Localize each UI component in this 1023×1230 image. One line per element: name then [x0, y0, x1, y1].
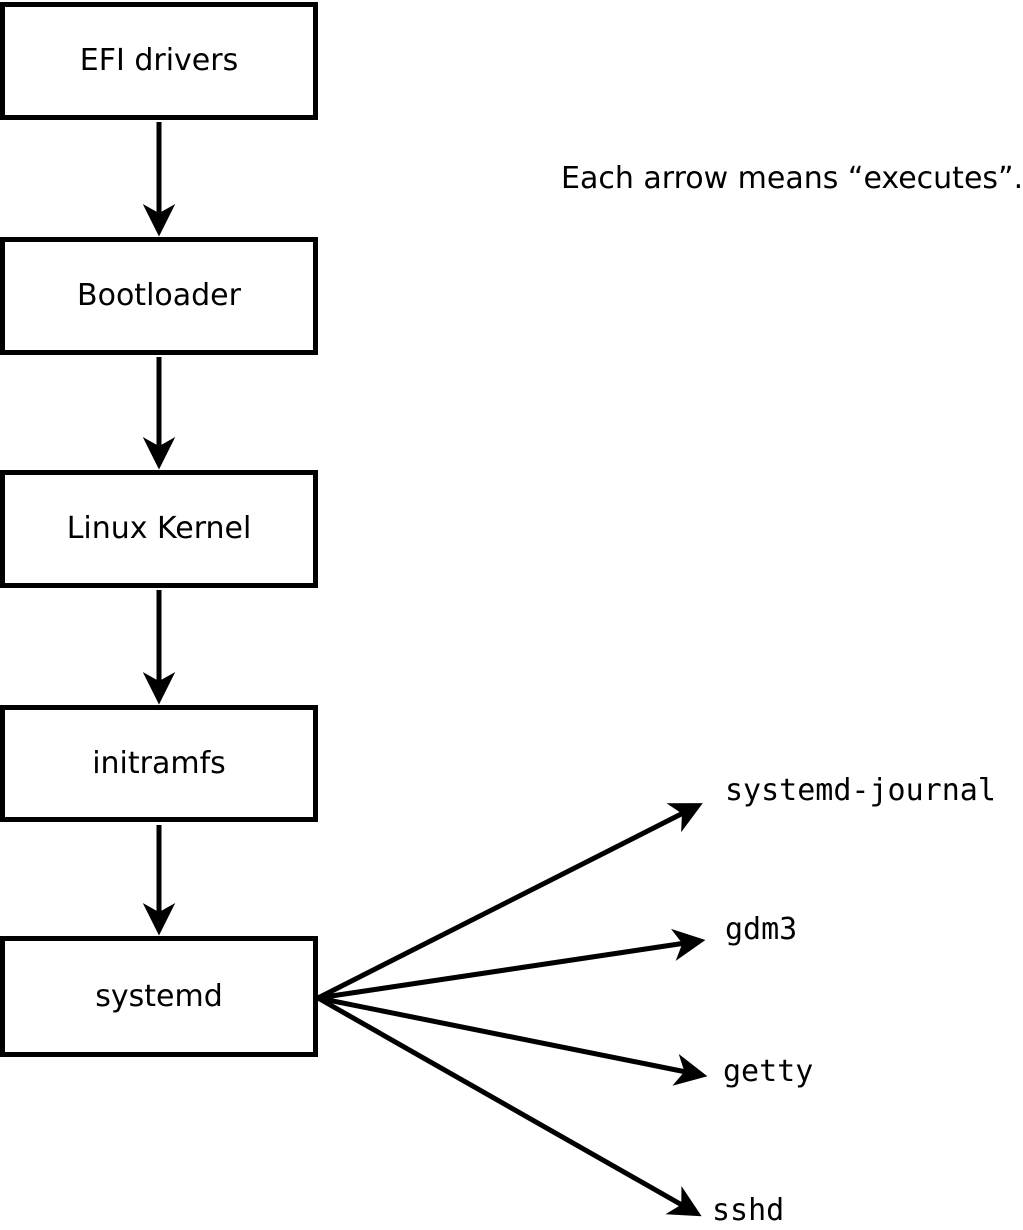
arrow-meaning-note: Each arrow means “executes”. [561, 161, 1023, 196]
box-initramfs-label: initramfs [92, 745, 226, 781]
arrow-systemd-to-systemd-journal [316, 803, 703, 1001]
box-efi-drivers: EFI drivers [0, 2, 318, 120]
box-linux-kernel-label: Linux Kernel [66, 511, 252, 546]
box-initramfs: initramfs [0, 705, 318, 822]
branch-label-getty: getty [723, 1054, 814, 1089]
branch-label-systemd-journal: systemd-journal [725, 773, 996, 808]
box-systemd-label: systemd [95, 978, 223, 1014]
box-linux-kernel: Linux Kernel [0, 470, 318, 588]
arrow-systemd-to-sshd [316, 995, 702, 1217]
arrow-systemd-to-gdm3 [317, 928, 706, 1001]
box-efi-drivers-label: EFI drivers [79, 43, 239, 78]
arrow-systemd-to-getty [317, 995, 708, 1086]
branch-label-gdm3: gdm3 [725, 912, 798, 947]
branch-label-sshd: sshd [712, 1193, 785, 1228]
box-bootloader-label: Bootloader [77, 278, 241, 313]
box-bootloader: Bootloader [0, 237, 318, 355]
box-systemd: systemd [0, 936, 318, 1057]
